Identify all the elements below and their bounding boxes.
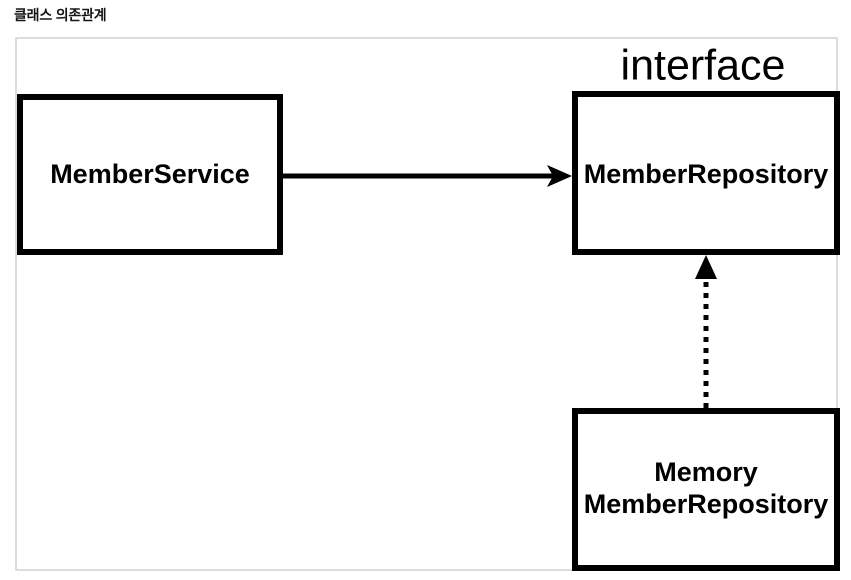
interface-stereotype-label: interface [621,41,786,89]
edge-memory-implements-repository [695,255,717,408]
page-title: 클래스 의존관계 [14,7,107,23]
dependency-arrow-head-icon [547,165,572,187]
class-box-member-repository[interactable]: MemberRepository [572,91,840,255]
class-box-memory-member-repository-label-line1: Memory [654,457,758,487]
class-box-member-service-rect [17,94,283,255]
class-box-member-service[interactable]: MemberService [17,94,283,255]
class-box-member-repository-label: MemberRepository [584,159,829,189]
class-box-member-repository-rect [572,91,840,255]
realization-arrow-head-icon [695,255,717,279]
class-box-member-service-label: MemberService [50,159,250,189]
edge-service-uses-repository [283,165,572,187]
class-box-memory-member-repository-rect [572,408,840,571]
class-box-memory-member-repository-label-line2: MemberRepository [584,489,829,519]
class-box-memory-member-repository[interactable]: Memory MemberRepository [572,408,840,571]
